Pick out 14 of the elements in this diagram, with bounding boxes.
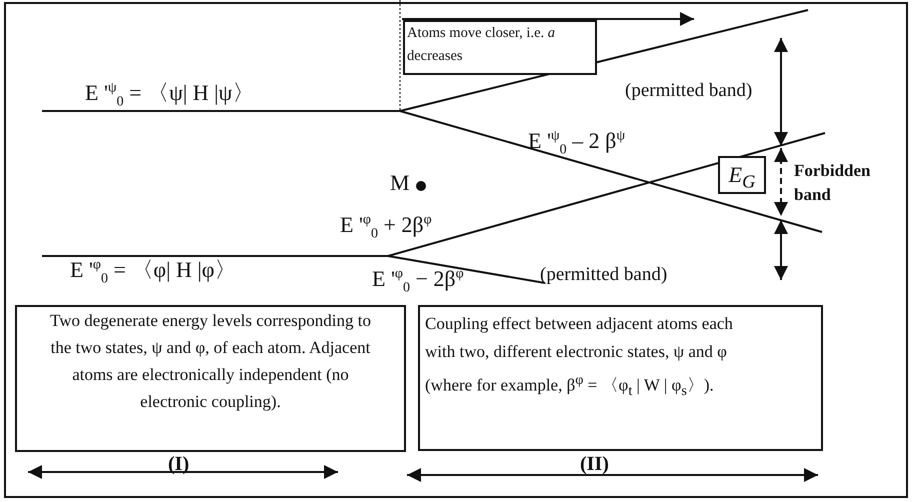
point-label: M	[390, 170, 410, 196]
band-label: (permitted band)	[625, 80, 752, 102]
energy-formula: E '$^{φ}$$_{0}$ = 〈φ| H |φ〉	[70, 256, 236, 288]
energy-formula: E '$^{ψ}$$_{0}$ = 〈ψ| H |ψ〉	[85, 79, 254, 110]
section-label: (II)	[580, 453, 609, 476]
band-label: Forbidden band	[794, 160, 872, 206]
energy-formula: E '$^{ψ}$$_{0}$ – 2 β$^{ψ}$	[528, 128, 626, 158]
energy-formula: E '$^{φ}$$_{0}$ + 2β$^{φ}$	[340, 212, 432, 242]
energy-formula: E '$^{φ}$$_{0}$ − 2β$^{φ}$	[372, 266, 464, 296]
band-label: (permitted band)	[540, 264, 668, 286]
description-box: Two degenerate energy levels corresponding to the two states, ψ and φ, of each atom. Adjacent atoms are electronically independent (no electronic coupling).	[15, 305, 406, 452]
annotation-box: Atoms move closer, i.e. a decreases	[403, 20, 597, 75]
description-box: Coupling effect between adjacent atoms each with two, different electronic states, ψ and φ (where for example, β$^{φ}$ = 〈φ$_{t}$ | W | φ$_{s}$〉).	[418, 305, 823, 451]
gap-box: E$_{G}$	[718, 156, 766, 194]
